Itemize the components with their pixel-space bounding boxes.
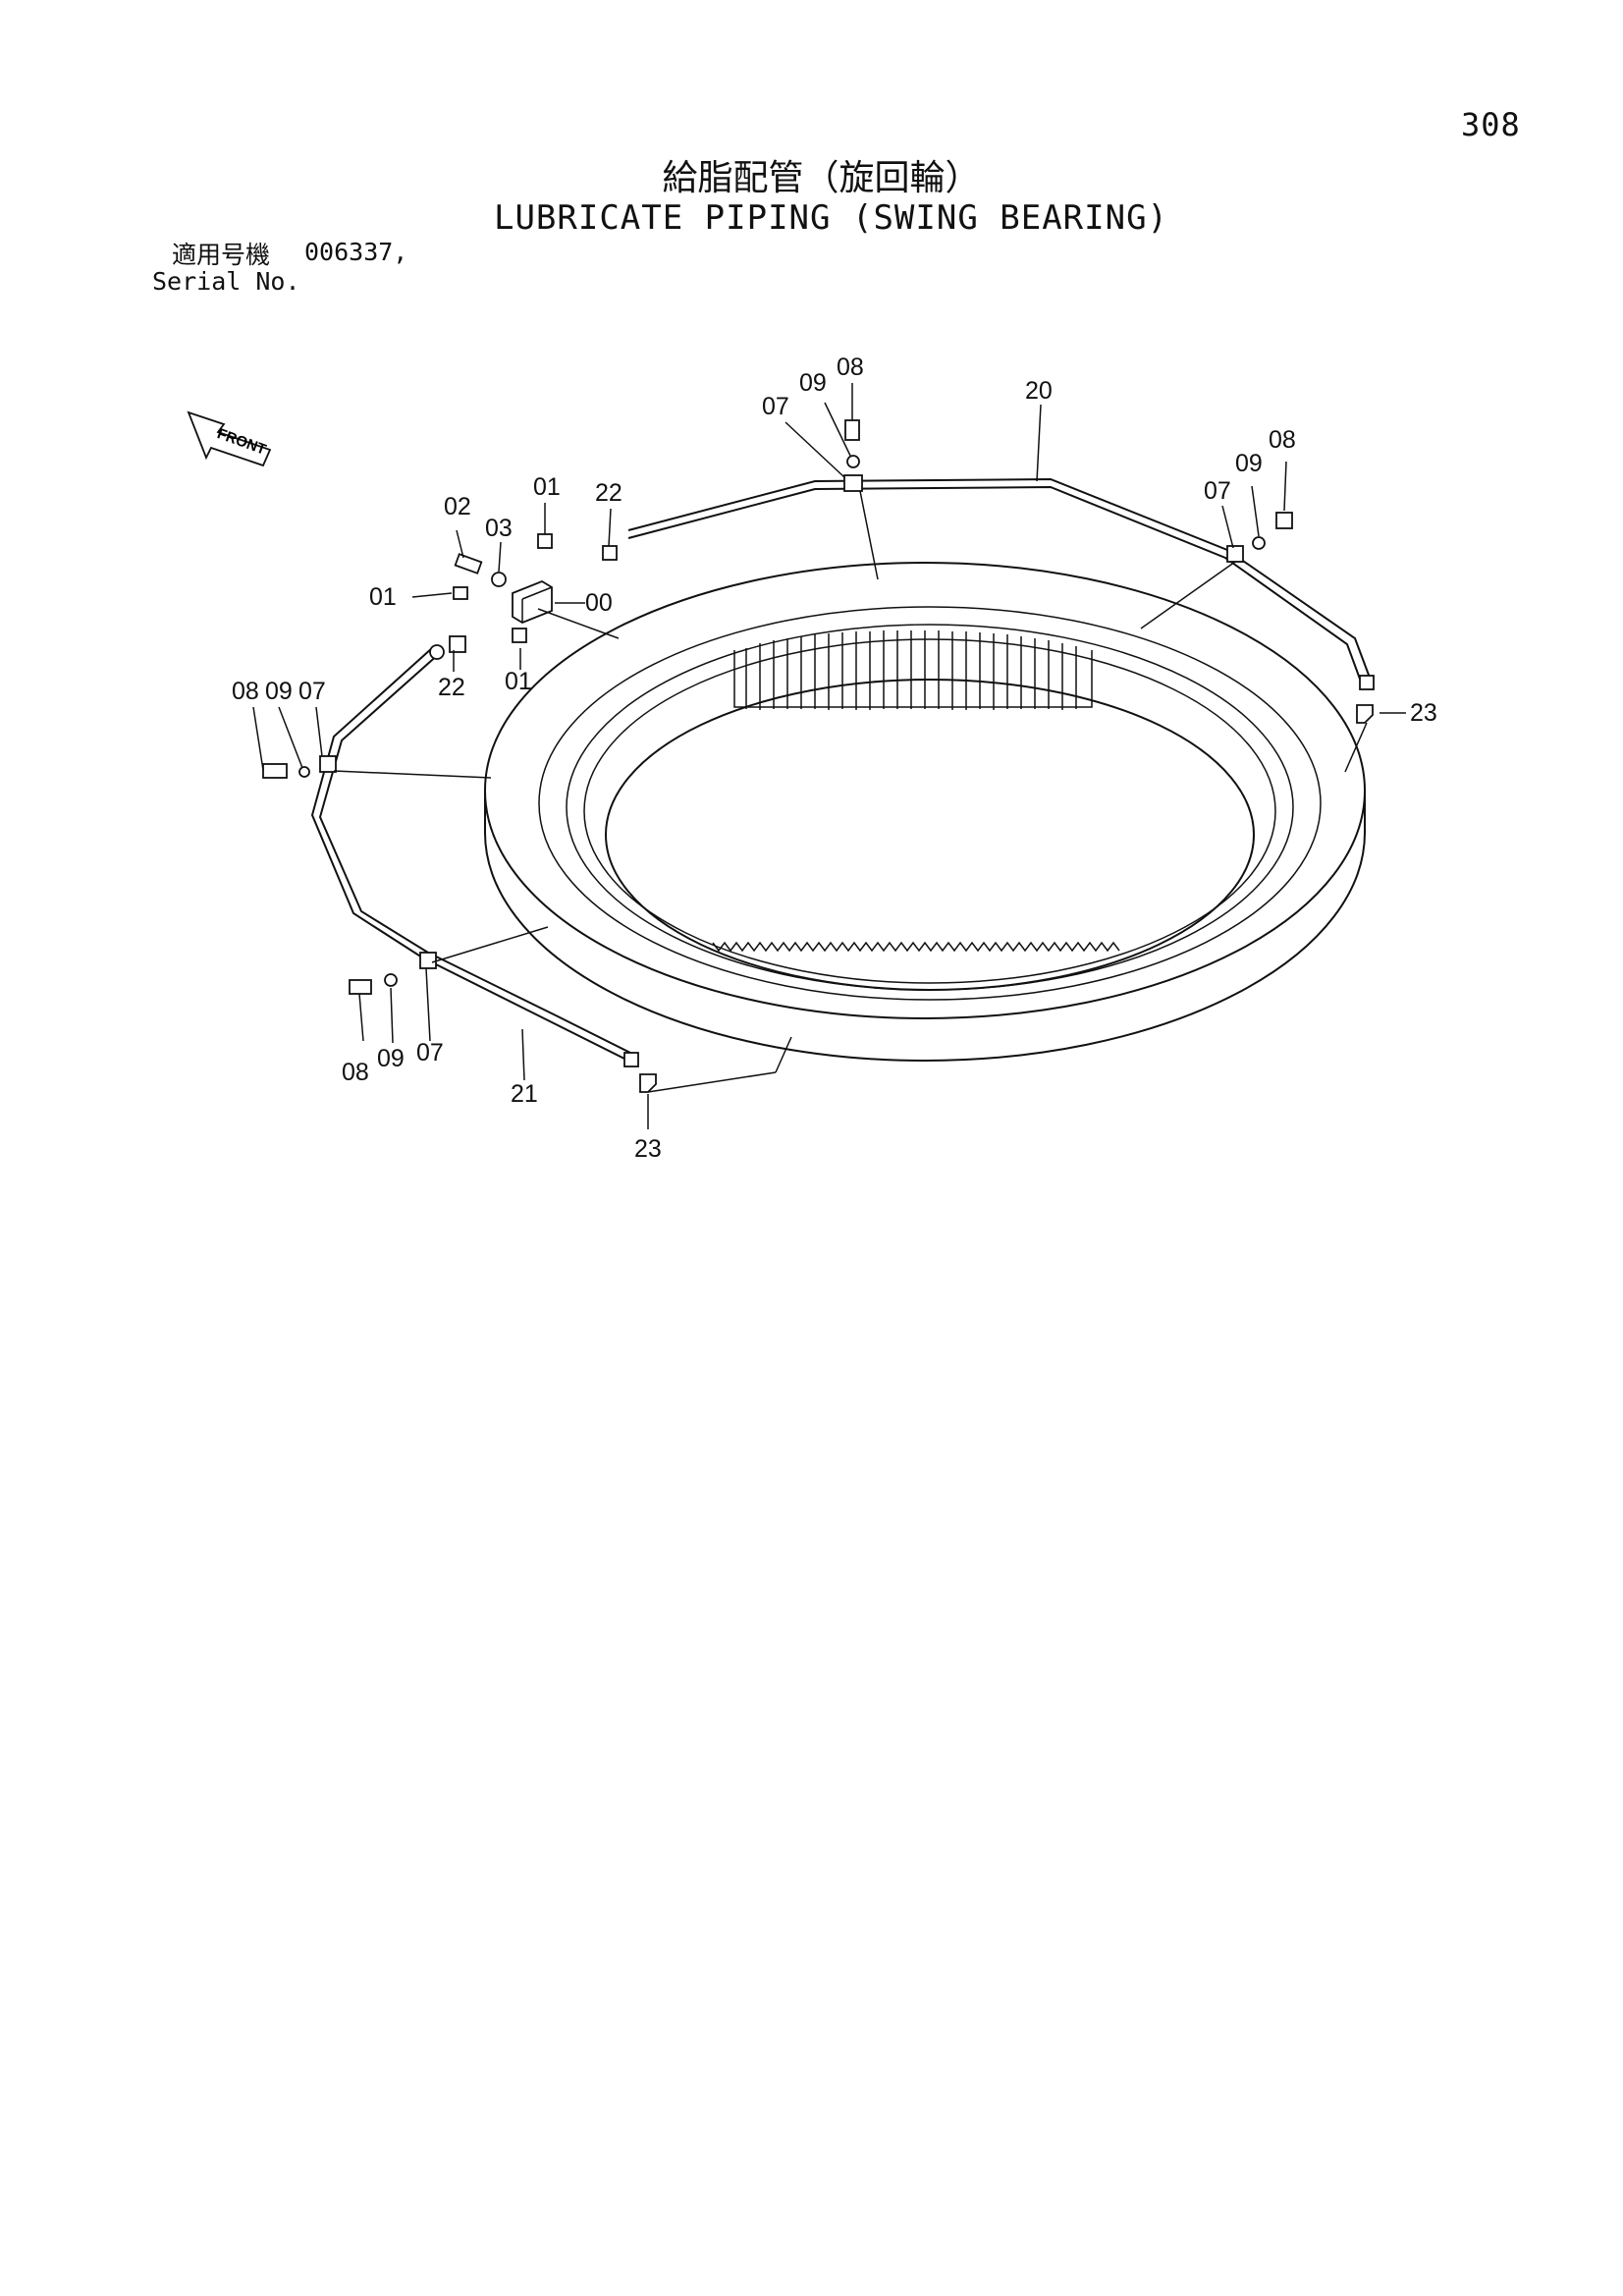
callout-01-left: 01: [369, 583, 397, 611]
elbow-fittings: [639, 704, 1374, 1093]
serial-number-value: 006337,: [304, 238, 408, 266]
callout-09-right: 09: [1235, 450, 1263, 477]
callout-08-right: 08: [1269, 426, 1296, 454]
callout-08-bottom: 08: [342, 1059, 369, 1086]
clamp-right: [1226, 512, 1293, 563]
callout-21: 21: [511, 1080, 538, 1108]
serial-label-english: Serial No.: [152, 267, 300, 296]
callout-08-top: 08: [837, 354, 864, 381]
callout-07-left: 07: [298, 678, 326, 705]
page-number: 308: [1461, 106, 1521, 143]
clamp-top: [843, 419, 863, 492]
callout-23-bottom: 23: [634, 1135, 662, 1163]
distribution-block: [512, 579, 553, 625]
block-fittings: [429, 533, 618, 660]
callout-labels: 00 01 01 01 02 03 22 22 07 09 08 20 08 0…: [232, 354, 1437, 1163]
callout-22-top: 22: [595, 479, 622, 507]
pipe-21: [310, 647, 639, 1067]
page-title-japanese: 給脂配管（旋回輪）: [662, 158, 981, 198]
callout-09-top: 09: [799, 369, 827, 397]
clamp-bottom: [349, 952, 437, 995]
callout-07-top: 07: [762, 393, 789, 420]
front-arrow-icon: FRONT: [187, 410, 272, 467]
callout-00: 00: [585, 589, 613, 617]
callout-01-bottom: 01: [505, 668, 532, 695]
callout-07-right: 07: [1204, 477, 1231, 505]
callout-08-left: 08: [232, 678, 259, 705]
callout-23-right: 23: [1410, 699, 1437, 727]
swing-bearing-ring: [484, 562, 1366, 1062]
callout-22-bottom: 22: [438, 674, 465, 701]
serial-label-japanese: 適用号機: [172, 241, 271, 269]
callout-20: 20: [1025, 377, 1053, 405]
callout-09-left: 09: [265, 678, 293, 705]
callout-leaders: [252, 383, 1406, 1129]
callout-03: 03: [485, 515, 513, 542]
leader-lines: [333, 490, 1368, 1093]
clamp-left: [262, 755, 337, 779]
pipe-20: [627, 477, 1375, 690]
callout-09-bottom: 09: [377, 1045, 405, 1072]
callout-02: 02: [444, 493, 471, 520]
callout-07-bottom: 07: [416, 1039, 444, 1066]
page-title-english: LUBRICATE PIPING (SWING BEARING): [493, 198, 1169, 238]
callout-01-top: 01: [533, 473, 561, 501]
